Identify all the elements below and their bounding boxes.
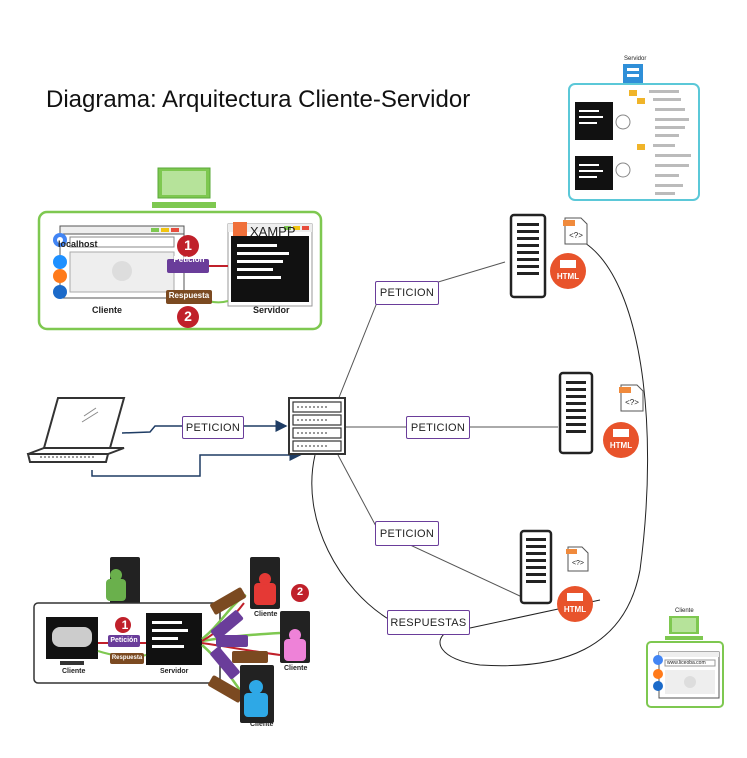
bottom-server-caption: Servidor (160, 668, 189, 675)
php-file-icon-mid: <?> (619, 384, 644, 412)
html-badge-mid-label: HTML (610, 441, 632, 450)
client-card-address: www.liceoba.com (667, 660, 706, 666)
arrow-laptop-peticion (121, 425, 183, 434)
arrow-laptop-back (91, 449, 302, 477)
multi-client-panel (33, 557, 310, 723)
top-server-caption: Servidor (253, 305, 290, 315)
bottom-request-label: Petición (110, 637, 138, 644)
response-curve-outer (439, 242, 649, 667)
server-tower-mid-icon (558, 371, 594, 455)
peticion-label-bottom: PETICION (375, 521, 439, 546)
central-server-icon (288, 397, 346, 455)
bottom-step-1: 1 (121, 618, 129, 632)
top-response-label: Respuesta (168, 291, 210, 300)
top-request-label: Petición (173, 255, 205, 264)
top-client-caption: Cliente (92, 305, 123, 315)
html-badge-mid: HTML (603, 422, 639, 458)
bottom-client-b-caption: Cliente (284, 665, 308, 672)
top-step-2: 2 (184, 308, 192, 324)
page-title: Diagrama: Arquitectura Cliente-Servidor (46, 86, 471, 113)
bottom-response-label: Respuesta (111, 655, 143, 661)
server-thumb-caption: Servidor (624, 56, 647, 62)
php-glyph-mid: <?> (625, 398, 639, 407)
server-tower-bottom-icon (519, 529, 553, 605)
bottom-client-a-caption: Cliente (254, 611, 278, 618)
xampp-brand: XAMPP (250, 224, 296, 239)
top-step-1: 1 (184, 237, 192, 253)
html-badge-top: HTML (550, 253, 586, 289)
html-badge-bottom-label: HTML (564, 605, 586, 614)
html-badge-top-label: HTML (557, 272, 579, 281)
respuestas-label: RESPUESTAS (387, 610, 470, 635)
php-glyph-bottom: <?> (572, 560, 584, 567)
php-file-icon-bottom: <?> (566, 546, 589, 572)
peticion-label-left: PETICION (182, 416, 244, 439)
php-glyph-top: <?> (569, 231, 583, 240)
bottom-step-2: 2 (296, 586, 304, 598)
response-curve-left (311, 454, 391, 621)
address-bar-text: localhost (58, 239, 98, 249)
laptop-icon (26, 397, 126, 463)
server-files-thumbnail (568, 64, 700, 201)
bottom-client-c-caption: Cliente (250, 721, 274, 728)
html-badge-bottom: HTML (557, 586, 593, 622)
php-file-icon-top: <?> (563, 217, 588, 245)
peticion-label-top: PETICION (375, 281, 439, 305)
server-tower-top-icon (509, 213, 547, 299)
client-server-panel-top (37, 167, 323, 331)
client-card-caption: Cliente (675, 608, 694, 614)
client-card (646, 616, 724, 708)
peticion-label-mid: PETICION (406, 416, 470, 439)
bottom-client-caption: Cliente (62, 668, 86, 675)
